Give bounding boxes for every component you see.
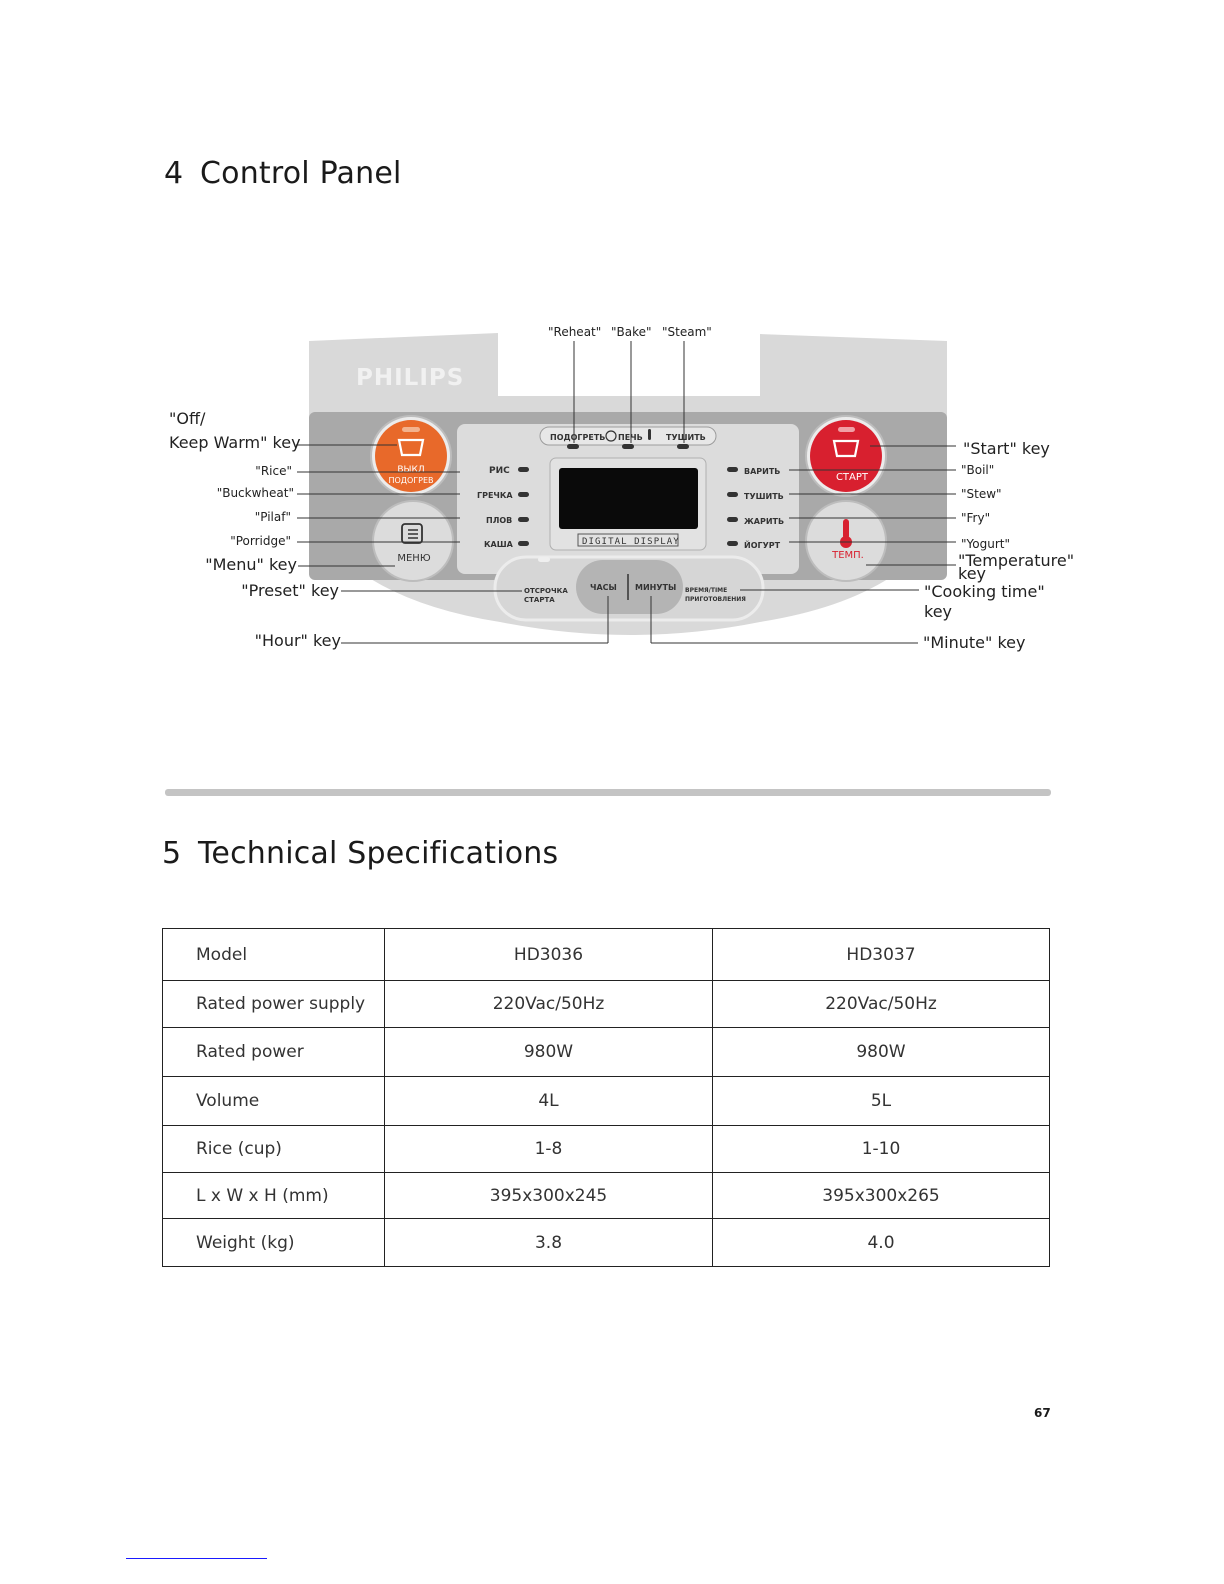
preset-key-label-1: ОТСРОЧКА — [524, 587, 568, 595]
led-steam — [677, 444, 689, 449]
specs-table: Model HD3036 HD3037 Rated power supply 2… — [162, 928, 1050, 1267]
callout-porridge: "Porridge" — [230, 534, 291, 548]
cell-hd3036: HD3036 — [385, 929, 713, 981]
menu-key[interactable]: МЕНЮ — [373, 501, 453, 581]
indicator-label-fry: ЖАРИТЬ — [744, 517, 784, 526]
row-label: L x W x H (mm) — [163, 1173, 385, 1219]
callout-minute-key: "Minute" key — [923, 633, 1025, 652]
table-row: Rated power 980W 980W — [163, 1028, 1050, 1077]
row-label: Volume — [163, 1077, 385, 1126]
cell-hd3036: 220Vac/50Hz — [385, 981, 713, 1028]
cell-hd3036: 3.8 — [385, 1219, 713, 1267]
cell-hd3036: 1-8 — [385, 1126, 713, 1173]
callout-temperature-key-2: key — [958, 564, 986, 583]
led-pilaf — [518, 517, 529, 522]
indicator-label-rice: РИС — [489, 466, 510, 476]
led-boil — [727, 467, 738, 472]
keep-warm-key-label: ПОДОГРЕВ — [388, 476, 433, 485]
callout-steam: "Steam" — [662, 325, 712, 339]
start-key-label: СТАРТ — [836, 472, 869, 483]
callout-off-keep-warm-1: "Off/ — [169, 409, 206, 428]
footnote-rule — [126, 1558, 267, 1559]
led-stew — [727, 492, 738, 497]
table-row: L x W x H (mm) 395x300x245 395x300x265 — [163, 1173, 1050, 1219]
indicator-label-stew: ТУШИТЬ — [744, 492, 784, 501]
section-number: 5 — [162, 836, 198, 871]
callout-fry: "Fry" — [961, 511, 990, 525]
callout-pilaf: "Pilaf" — [255, 510, 291, 524]
section-divider — [165, 789, 1051, 796]
table-row: Rice (cup) 1-8 1-10 — [163, 1126, 1050, 1173]
callout-stew: "Stew" — [961, 487, 1002, 501]
led-yogurt — [727, 541, 738, 546]
indicator-label-reheat: ПОДОГРЕТЬ — [550, 433, 605, 442]
led-bake — [622, 444, 634, 449]
callout-cooking-time-key-2: key — [924, 602, 952, 621]
table-row: Rated power supply 220Vac/50Hz 220Vac/50… — [163, 981, 1050, 1028]
thermometer-icon — [648, 429, 651, 440]
callout-boil: "Boil" — [961, 463, 994, 477]
cell-hd3036: 395x300x245 — [385, 1173, 713, 1219]
callout-off-keep-warm-2: Keep Warm" key — [169, 433, 301, 452]
cell-hd3037: 1-10 — [713, 1126, 1050, 1173]
callout-bake: "Bake" — [611, 325, 652, 339]
callout-hour-key: "Hour" key — [255, 631, 341, 650]
temperature-key[interactable]: ТЕМП. — [806, 501, 886, 581]
indicator-label-buckwheat: ГРЕЧКА — [477, 491, 513, 500]
cell-hd3037: 395x300x265 — [713, 1173, 1050, 1219]
callout-start-key: "Start" key — [963, 439, 1050, 458]
cell-hd3037: HD3037 — [713, 929, 1050, 981]
digital-display — [559, 468, 698, 529]
row-label: Rated power supply — [163, 981, 385, 1028]
control-panel-diagram: PHILIPS ПОДОГРЕТЬ ПЕЧЬ ТУШИТЬ DIGITAL DI… — [0, 0, 1224, 700]
led-reheat — [567, 444, 579, 449]
section-title: Technical Specifications — [198, 836, 558, 871]
callout-yogurt: "Yogurt" — [961, 537, 1010, 551]
cooking-time-label-2: ПРИГОТОВЛЕНИЯ — [685, 596, 746, 603]
start-key[interactable]: СТАРТ — [806, 416, 886, 496]
table-row: Model HD3036 HD3037 — [163, 929, 1050, 981]
indicator-label-steam: ТУШИТЬ — [666, 433, 706, 442]
cell-hd3037: 4.0 — [713, 1219, 1050, 1267]
indicator-label-bake: ПЕЧЬ — [618, 433, 643, 442]
indicator-label-boil: ВАРИТЬ — [744, 467, 780, 476]
callout-menu-key: "Menu" key — [205, 555, 297, 574]
indicator-label-pilaf: ПЛОВ — [486, 516, 512, 525]
callout-buckwheat: "Buckwheat" — [217, 486, 294, 500]
table-row: Volume 4L 5L — [163, 1077, 1050, 1126]
hour-key[interactable]: ЧАСЫ — [590, 583, 617, 592]
off-keep-warm-key[interactable]: ВЫКЛ ПОДОГРЕВ — [371, 416, 451, 496]
row-label: Model — [163, 929, 385, 981]
cell-hd3036: 4L — [385, 1077, 713, 1126]
cell-hd3037: 220Vac/50Hz — [713, 981, 1050, 1028]
preset-key-label-2: СТАРТА — [524, 596, 555, 604]
menu-key-label: МЕНЮ — [397, 553, 430, 564]
led-buckwheat — [518, 492, 529, 497]
cell-hd3037: 980W — [713, 1028, 1050, 1077]
cell-hd3036: 980W — [385, 1028, 713, 1077]
preset-led — [538, 557, 550, 562]
brand-logo: PHILIPS — [356, 365, 464, 391]
cooking-time-label-1: ВРЕМЯ/TIME — [685, 587, 727, 594]
minute-key[interactable]: МИНУТЫ — [635, 583, 676, 592]
callout-cooking-time-key-1: "Cooking time" — [924, 582, 1045, 601]
indicator-label-yogurt: ЙОГУРТ — [744, 539, 781, 550]
row-label: Rated power — [163, 1028, 385, 1077]
cell-hd3037: 5L — [713, 1077, 1050, 1126]
led-fry — [727, 517, 738, 522]
led-rice — [518, 467, 529, 472]
table-row: Weight (kg) 3.8 4.0 — [163, 1219, 1050, 1267]
led-porridge — [518, 541, 529, 546]
temperature-key-label: ТЕМП. — [831, 550, 864, 561]
callout-reheat: "Reheat" — [548, 325, 601, 339]
row-label: Weight (kg) — [163, 1219, 385, 1267]
callout-rice: "Rice" — [255, 464, 292, 478]
page-number: 67 — [1034, 1406, 1051, 1420]
indicator-label-porridge: КАША — [484, 540, 514, 549]
off-key-label: ВЫКЛ — [397, 465, 424, 475]
callout-preset-key: "Preset" key — [241, 581, 339, 600]
row-label: Rice (cup) — [163, 1126, 385, 1173]
display-label: DIGITAL DISPLAY — [582, 537, 680, 547]
